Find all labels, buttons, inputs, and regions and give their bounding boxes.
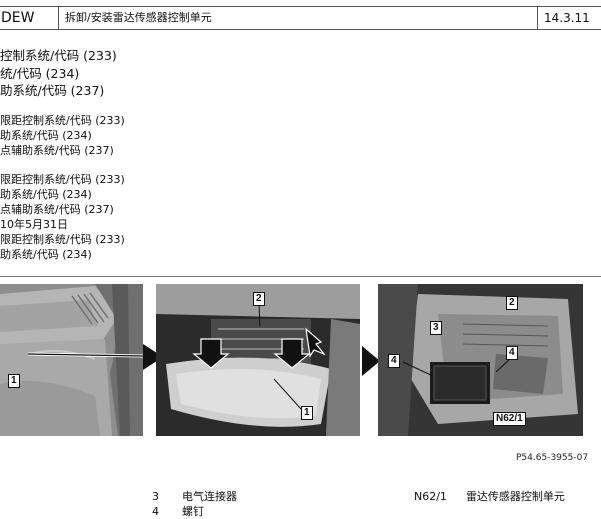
text-line: 限距控制系统/代码 (233) [0,233,125,246]
text-line: 统/代码 (234) [0,66,80,81]
text-line: 助系统/代码 (237) [0,83,105,98]
dashboard-illustration [0,284,143,436]
text-line: 助系统/代码 (234) [0,129,92,142]
text-line: 10年5月31日 [0,218,68,231]
legend-item: N62/1 雷达传感器控制单元 [414,488,565,504]
section-divider [0,276,601,277]
photo-glovebox: 2 1 [156,284,360,436]
legend-num: 3 [152,490,159,503]
legend-num: N62/1 [414,490,447,503]
legend-item: 4 螺钉 [152,503,204,519]
legend-label: 螺钉 [182,505,204,518]
control-unit-illustration [378,284,583,436]
callout-1: 1 [8,374,20,388]
photo-dashboard: 1 [0,284,143,436]
header-version: 14.3.11 [544,11,590,25]
text-line: 点辅助系统/代码 (237) [0,203,114,216]
glovebox-illustration [156,284,360,436]
text-line: 点辅助系统/代码 (237) [0,144,114,157]
header-code: DEW [1,10,35,26]
callout-4b: 4 [506,346,518,360]
header-title: 拆卸/安装雷达传感器控制单元 [58,7,538,29]
text-line: 限距控制系统/代码 (233) [0,114,125,127]
step-arrow [362,346,380,376]
callout-4: 4 [388,354,400,368]
figure-code: P54.65-3955-07 [516,453,589,463]
callout-2b: 2 [506,296,518,310]
text-line: 限距控制系统/代码 (233) [0,173,125,186]
document-header: DEW 拆卸/安装雷达传感器控制单元 14.3.11 [0,6,601,30]
callout-2: 2 [253,292,265,306]
legend-item: 3 电气连接器 [152,488,237,504]
callout-3: 3 [430,321,442,335]
leader-arrow [28,344,163,370]
photo-control-unit: 2 3 4 4 N62/1 [378,284,583,436]
text-line: 助系统/代码 (234) [0,248,92,261]
text-line: 助系统/代码 (234) [0,188,92,201]
text-line: 控制系统/代码 (233) [0,48,117,63]
legend-num: 4 [152,505,159,518]
callout-1b: 1 [301,406,313,420]
legend-label: 雷达传感器控制单元 [465,490,565,503]
callout-n62: N62/1 [493,412,526,426]
legend-label: 电气连接器 [182,490,237,503]
